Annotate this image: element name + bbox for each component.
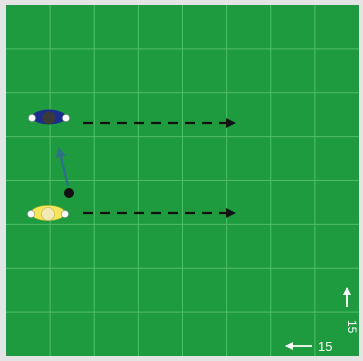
blue-player-hand — [28, 114, 35, 121]
yellow-player-hand — [61, 210, 68, 217]
blue-player-head — [43, 112, 56, 125]
yellow-player-head — [42, 208, 55, 221]
ball — [64, 188, 74, 198]
yellow-player-hand — [27, 210, 34, 217]
blue-player-hand — [62, 114, 69, 121]
scale-horizontal-label: 15 — [318, 339, 332, 354]
scale-vertical-label: 15 — [345, 320, 359, 334]
